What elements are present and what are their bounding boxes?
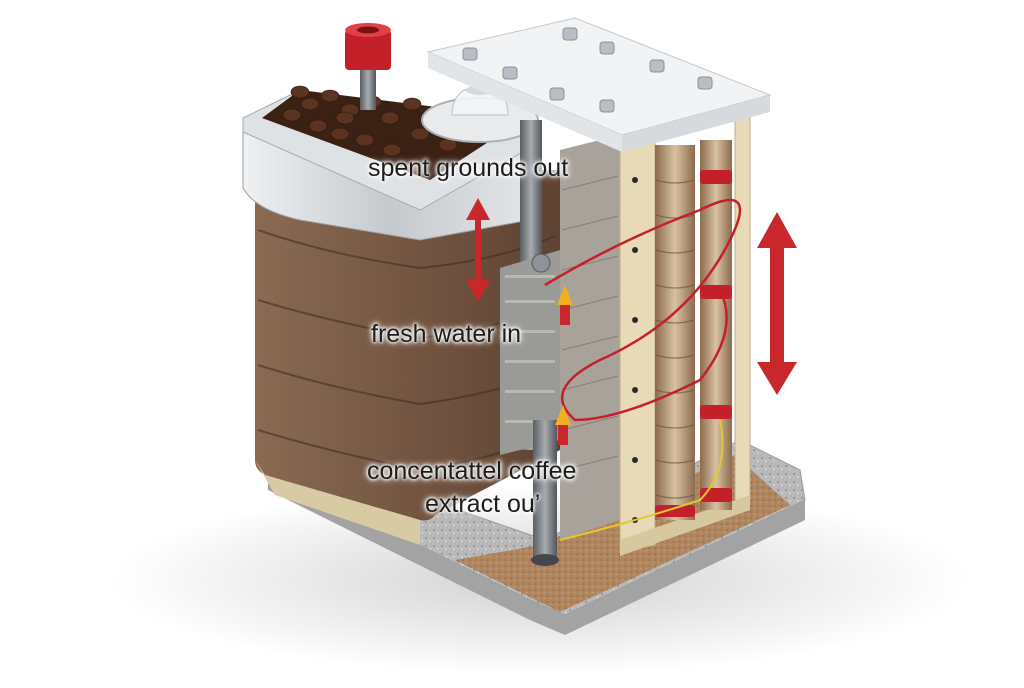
flow-arrow-left (466, 198, 490, 302)
extract-label-line1: concentattel coffee (367, 457, 577, 485)
red-valve-knob (345, 23, 391, 110)
fresh-water-label: fresh water in (371, 320, 522, 348)
flow-arrow-up-top (557, 285, 573, 325)
extract-label-line2: extract ou’ (425, 490, 541, 518)
sensor-wire (559, 419, 724, 541)
filter-tower (560, 113, 751, 556)
flow-arrow-right (757, 212, 797, 395)
spent-grounds-label: spent grounds out (368, 154, 569, 182)
filter-column-left (655, 145, 695, 520)
center-pipe-panel (500, 120, 560, 455)
inlet-pipe (531, 420, 559, 566)
bolted-lid-plate (426, 17, 772, 152)
heating-wire (544, 198, 742, 422)
flow-arrow-up-bottom (555, 405, 571, 445)
